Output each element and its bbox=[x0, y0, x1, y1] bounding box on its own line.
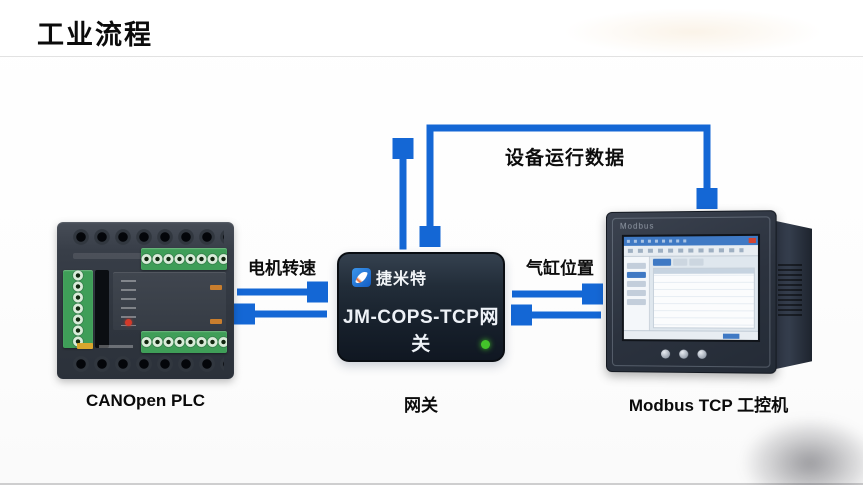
flow-label-device-data: 设备运行数据 bbox=[504, 148, 625, 169]
caption-plc: CANOpen PLC bbox=[86, 391, 205, 410]
caption-gateway: 网关 bbox=[404, 396, 438, 415]
ipc-bezel-brand: Modbus bbox=[619, 221, 655, 231]
plc-sticker bbox=[77, 343, 93, 349]
green-led-icon bbox=[481, 340, 490, 349]
canopen-plc-device bbox=[57, 222, 234, 379]
close-icon bbox=[748, 237, 756, 244]
plc-bottom-terminals bbox=[71, 353, 224, 375]
hmi-main bbox=[623, 256, 758, 331]
hmi-data-table bbox=[652, 267, 755, 329]
jiemite-leaf-logo-icon bbox=[352, 267, 371, 287]
hmi-tabs bbox=[650, 256, 758, 268]
hmi-statusbar bbox=[623, 330, 758, 340]
gateway-model: JM-COPS-TCP网关 bbox=[343, 307, 499, 355]
ipc-front-buttons bbox=[660, 349, 707, 359]
corner-shadow bbox=[735, 413, 863, 485]
gateway-brand-row: 捷米特 bbox=[352, 265, 427, 289]
plc-sticker-text bbox=[99, 345, 133, 348]
slide-header: 工业流程 bbox=[0, 0, 863, 57]
plc-model-emboss bbox=[73, 253, 145, 259]
plc-io-labels bbox=[121, 280, 136, 326]
caption-ipc: Modbus TCP 工控机 bbox=[628, 396, 789, 415]
modbus-ipc-device: Modbus bbox=[606, 210, 812, 378]
page-title: 工业流程 bbox=[37, 20, 153, 50]
plc-side-tag bbox=[210, 285, 222, 290]
gateway-brand: 捷米特 bbox=[376, 271, 428, 288]
plc-slot bbox=[95, 270, 109, 348]
plc-left-terminal-block bbox=[63, 270, 93, 348]
gateway-device: 捷米特 JM-COPS-TCP网关 bbox=[337, 252, 505, 362]
hmi-content bbox=[650, 256, 758, 331]
plc-upper-terminal-block bbox=[141, 248, 227, 270]
plc-front-panel bbox=[113, 272, 226, 330]
bottom-edge-line bbox=[0, 483, 863, 485]
plc-red-led-icon bbox=[125, 319, 132, 326]
flow-label-motor-speed: 电机转速 bbox=[248, 259, 316, 278]
background-tint bbox=[563, 8, 823, 56]
flow-label-cylinder-position: 气缸位置 bbox=[526, 259, 594, 278]
plc-body bbox=[57, 222, 234, 379]
hmi-toolbar bbox=[623, 245, 758, 257]
ipc-front-bezel: Modbus bbox=[606, 210, 777, 374]
plc-top-terminals bbox=[71, 226, 224, 248]
plc-side-tag bbox=[210, 319, 222, 324]
hmi-screen bbox=[621, 233, 761, 343]
plc-lower-terminal-block bbox=[141, 331, 227, 353]
hmi-sidebar bbox=[623, 256, 650, 331]
